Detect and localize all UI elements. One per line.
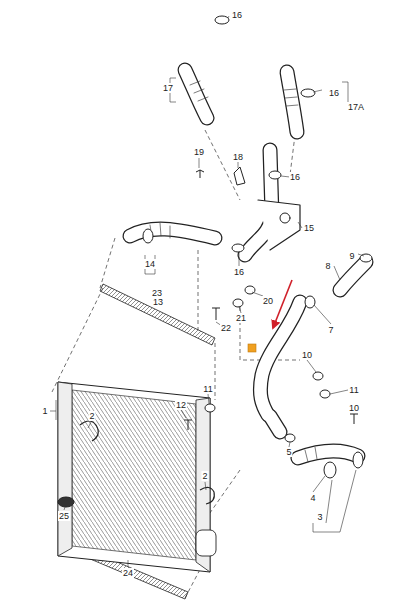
callout-number: 23: [151, 288, 163, 298]
callout-number: 16: [289, 172, 301, 182]
callout-number: 13: [152, 297, 164, 307]
callout-number: 24: [122, 568, 134, 578]
callout-number: 12: [175, 400, 187, 410]
callout-number: 1: [41, 406, 48, 416]
callout-number: 14: [144, 259, 156, 269]
fasteners: [143, 16, 372, 478]
callout-number: 8: [324, 261, 331, 271]
callout-number: 2: [88, 411, 95, 421]
callout-number: 16: [231, 10, 243, 20]
callout-number: 2: [201, 471, 208, 481]
callout-number: 20: [262, 296, 274, 306]
callout-number: 3: [316, 512, 323, 522]
callout-number: 22: [220, 323, 232, 333]
callout-number: 18: [232, 152, 244, 162]
callout-number: 11: [348, 385, 359, 395]
callout-number: 16: [328, 88, 340, 98]
highlight-marker: [248, 344, 256, 352]
callout-number: 11: [202, 384, 213, 394]
callout-number: 17A: [347, 102, 365, 112]
callout-number: 10: [301, 350, 313, 360]
callout-number: 10: [348, 403, 360, 413]
assembly-lines: [52, 130, 300, 598]
intercooler: [58, 382, 216, 572]
callout-number: 7: [327, 325, 334, 335]
leader-lines: [50, 16, 364, 567]
callout-number: 21: [235, 313, 247, 323]
callout-number: 5: [285, 447, 292, 457]
callout-number: 19: [193, 147, 205, 157]
callout-number: 25: [58, 511, 70, 521]
pipes-and-hoses: [130, 70, 366, 462]
callout-number: 16: [233, 267, 245, 277]
highlight-arrow: [273, 280, 292, 328]
callout-number: 15: [303, 223, 315, 233]
callout-number: 17: [162, 83, 174, 93]
callout-number: 9: [348, 251, 355, 261]
callout-number: 4: [309, 493, 316, 503]
seal-strip: [100, 284, 215, 345]
